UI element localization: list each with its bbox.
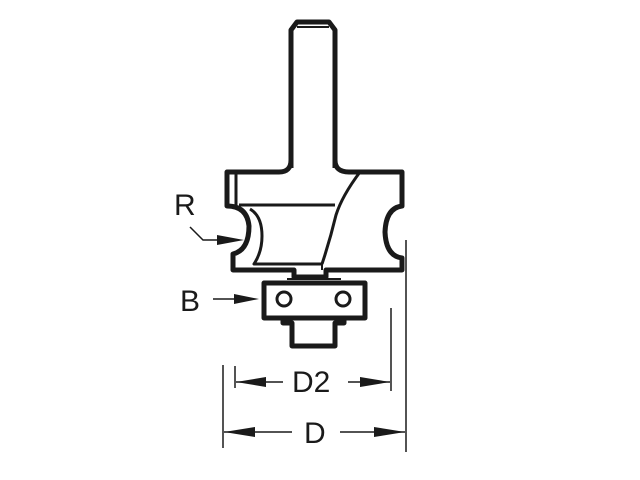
d2-dimension: D2 [236, 366, 390, 399]
extension-lines [222, 240, 407, 452]
bearing-hole-left [275, 290, 293, 308]
radius-label: R [174, 189, 196, 222]
bearing-hole-right [334, 290, 352, 308]
cutter-body [224, 159, 405, 280]
bearing [261, 278, 368, 349]
d-label: D [304, 417, 326, 450]
d2-label: D2 [292, 366, 330, 399]
bearing-label: B [180, 285, 200, 318]
radius-annotation: R [174, 189, 244, 245]
shank [288, 19, 338, 168]
bearing-annotation: B [180, 285, 259, 318]
d-dimension: D [224, 417, 405, 450]
